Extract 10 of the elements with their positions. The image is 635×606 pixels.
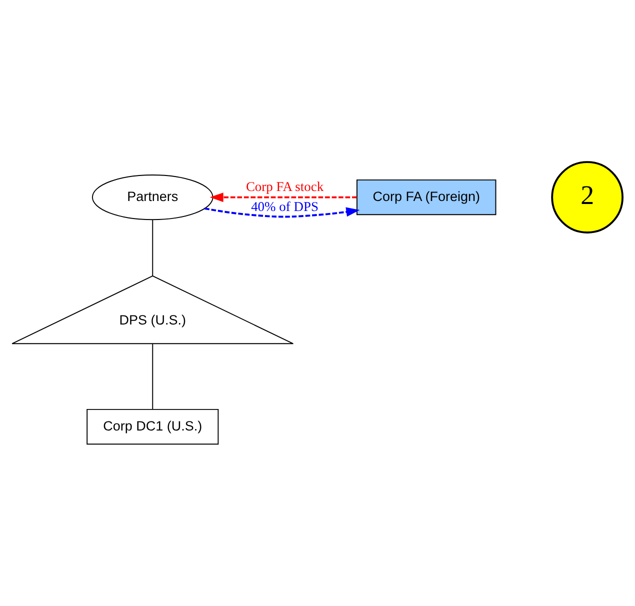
connector — [152, 220, 154, 277]
edge-label: 40% of DPS — [251, 198, 319, 214]
node-box: Corp FA (Foreign) — [356, 179, 496, 216]
connector — [152, 343, 154, 410]
node-circle: 2 — [551, 161, 624, 234]
arrow — [204, 207, 360, 218]
node-box: Corp DC1 (U.S.) — [86, 408, 219, 445]
node-ellipse: Partners — [92, 174, 214, 220]
edge-label: Corp FA stock — [246, 178, 324, 194]
arrow — [210, 192, 357, 202]
